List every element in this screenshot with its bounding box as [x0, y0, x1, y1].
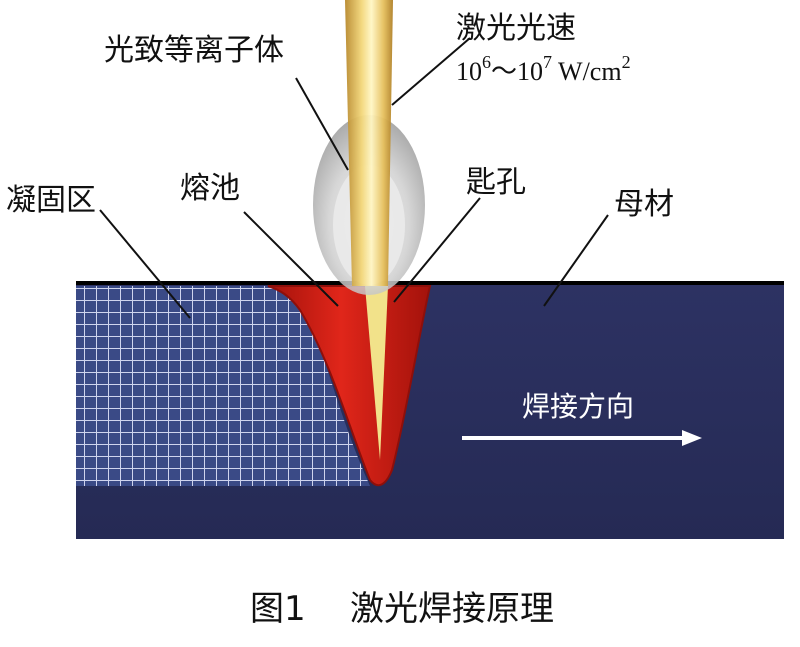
leader-base-metal [543, 214, 609, 307]
label-solidified-zone: 凝固区 [6, 183, 96, 218]
keyhole [365, 286, 388, 460]
leader-laser [391, 37, 471, 106]
leader-molten-pool [243, 211, 339, 307]
label-molten-pool: 熔池 [180, 171, 240, 206]
label-plasma: 光致等离子体 [104, 33, 284, 68]
label-keyhole: 匙孔 [466, 165, 526, 200]
power-density-unit: W/cm [552, 57, 622, 86]
power-density-exp1: 6 [482, 52, 491, 72]
leader-plasma [295, 77, 349, 171]
power-density-exp2: 7 [543, 52, 552, 72]
leader-keyhole [393, 197, 481, 303]
label-welding-direction: 焊接方向 [522, 390, 634, 423]
figure-title: 激光焊接原理 [350, 589, 554, 629]
figure-number: 图1 [250, 589, 306, 629]
arrow-head-icon [682, 430, 702, 446]
label-laser-beam: 激光光速 [456, 11, 576, 46]
label-power-density: 106～107 W/cm2 [456, 52, 631, 86]
power-density-base1: 10 [456, 57, 482, 86]
label-base-metal: 母材 [614, 187, 674, 222]
leader-solidified [99, 209, 191, 319]
laser-beam [345, 0, 393, 286]
power-density-unit-exp: 2 [622, 52, 631, 72]
power-density-sep: ～10 [491, 57, 543, 86]
molten-pool [267, 285, 432, 487]
solidified-zone [76, 286, 370, 486]
